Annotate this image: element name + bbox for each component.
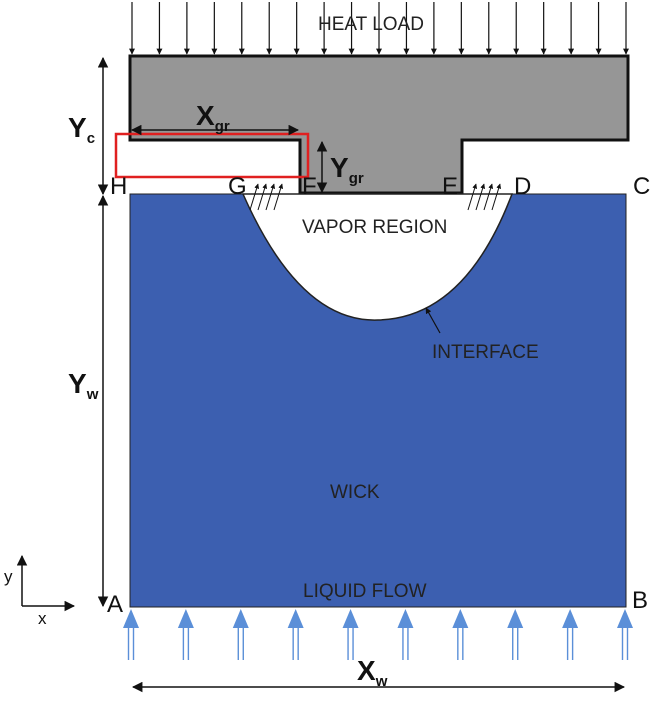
- wall-flux-arrow: [467, 183, 478, 211]
- wall-flux-arrow: [265, 183, 276, 211]
- point-h-label: H: [110, 173, 127, 200]
- point-a-label: A: [107, 591, 123, 618]
- wall-flux-arrow: [491, 183, 502, 211]
- interface-label: INTERFACE: [432, 342, 539, 363]
- wick-block: [129, 193, 627, 608]
- wall-flux-arrows: [249, 183, 502, 211]
- vapor-region: [241, 193, 514, 321]
- inflow-arrow: [287, 609, 304, 660]
- vapor-region-label: VAPOR REGION: [302, 217, 447, 238]
- inflow-arrow: [452, 609, 469, 660]
- inflow-arrow: [232, 609, 249, 660]
- liquid-inflow-arrows: [123, 609, 633, 660]
- xw-label: Xw: [357, 655, 388, 690]
- wick-label: WICK: [330, 482, 380, 503]
- xgr-label: Xgr: [196, 100, 230, 135]
- x-axis-label: x: [38, 609, 47, 628]
- inflow-arrow: [507, 609, 524, 660]
- wall-flux-arrow: [257, 183, 268, 211]
- wall-flux-arrow: [249, 183, 260, 211]
- inflow-arrow: [123, 609, 139, 660]
- heat-load-label: HEAT LOAD: [318, 14, 424, 35]
- wall-flux-arrow: [475, 183, 486, 211]
- point-b-label: B: [632, 587, 648, 614]
- inflow-arrow: [177, 609, 194, 660]
- inflow-arrow: [342, 609, 359, 660]
- point-c-label: C: [633, 173, 650, 200]
- ygr-label: Ygr: [330, 152, 364, 187]
- casing-block: [128, 54, 630, 195]
- y-axis-label: y: [4, 567, 13, 586]
- inflow-arrow: [562, 609, 579, 660]
- point-f-label: F: [302, 173, 317, 200]
- yw-label: Yw: [68, 368, 99, 403]
- yc-label: Yc: [68, 112, 95, 147]
- wall-flux-arrow: [483, 183, 494, 211]
- interface-pointer: [425, 307, 441, 334]
- heat-load-arrows: [129, 2, 629, 55]
- inflow-arrow: [397, 609, 414, 660]
- point-d-label: D: [514, 173, 531, 200]
- inflow-arrow: [617, 609, 633, 660]
- liquid-flow-label: LIQUID FLOW: [303, 581, 427, 602]
- wall-flux-arrow: [273, 183, 284, 211]
- point-g-label: G: [228, 173, 247, 200]
- point-e-label: E: [442, 173, 458, 200]
